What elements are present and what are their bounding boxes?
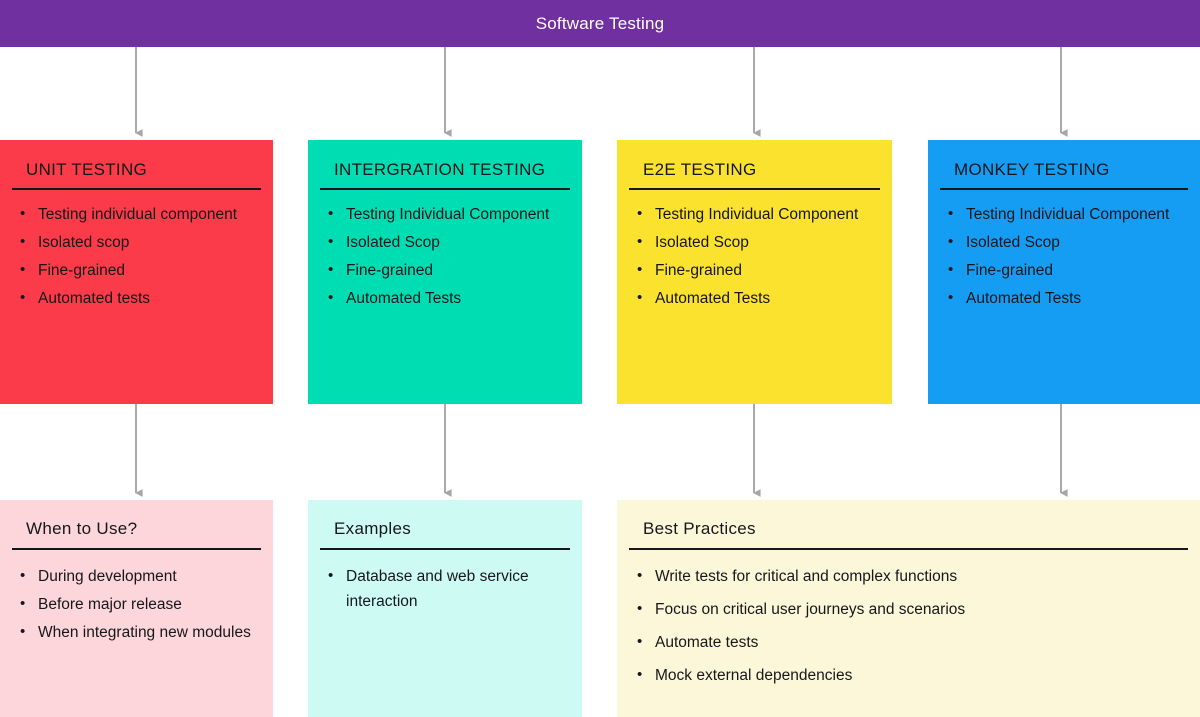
list-item: Focus on critical user journeys and scen…	[629, 597, 1188, 622]
list-item: Automated Tests	[320, 286, 570, 311]
card-bullet-list: Database and web service interaction	[320, 564, 570, 617]
card-title: When to Use?	[26, 519, 138, 538]
card-title: Best Practices	[643, 519, 756, 538]
title-divider	[12, 548, 261, 550]
list-item: Automated Tests	[629, 286, 880, 311]
list-item: Fine-grained	[629, 258, 880, 283]
list-item: Database and web service interaction	[320, 564, 570, 614]
list-item: Fine-grained	[320, 258, 570, 283]
card-e2e-testing[interactable]: E2E TESTING Testing Individual Component…	[617, 140, 892, 404]
title-divider	[629, 548, 1188, 550]
card-title: MONKEY TESTING	[954, 160, 1110, 179]
card-when-to-use[interactable]: When to Use? During development Before m…	[0, 500, 273, 717]
list-item: Isolated scop	[12, 230, 261, 255]
title-divider	[940, 188, 1188, 190]
card-bullet-list: Testing Individual Component Isolated Sc…	[629, 202, 880, 314]
card-intergration-testing[interactable]: INTERGRATION TESTING Testing Individual …	[308, 140, 582, 404]
card-bullet-list: Testing Individual Component Isolated Sc…	[320, 202, 570, 314]
card-bullet-list: Testing individual component Isolated sc…	[12, 202, 261, 314]
card-bullet-list: Testing Individual Component Isolated Sc…	[940, 202, 1188, 314]
list-item: Write tests for critical and complex fun…	[629, 564, 1188, 589]
list-item: Isolated Scop	[320, 230, 570, 255]
card-unit-testing[interactable]: UNIT TESTING Testing individual componen…	[0, 140, 273, 404]
card-bullet-list: During development Before major release …	[12, 564, 261, 648]
list-item: Isolated Scop	[940, 230, 1188, 255]
card-title: UNIT TESTING	[26, 160, 148, 179]
list-item: Fine-grained	[12, 258, 261, 283]
list-item: Before major release	[12, 592, 261, 617]
list-item: Testing Individual Component	[940, 202, 1188, 227]
title-divider	[12, 188, 261, 190]
card-title: Examples	[334, 519, 412, 538]
list-item: During development	[12, 564, 261, 589]
card-title: INTERGRATION TESTING	[334, 160, 546, 179]
list-item: Testing Individual Component	[320, 202, 570, 227]
card-examples[interactable]: Examples Database and web service intera…	[308, 500, 582, 717]
list-item: Automate tests	[629, 630, 1188, 655]
card-monkey-testing[interactable]: MONKEY TESTING Testing Individual Compon…	[928, 140, 1200, 404]
page-title: Software Testing	[535, 13, 665, 33]
list-item: Isolated Scop	[629, 230, 880, 255]
list-item: Automated Tests	[940, 286, 1188, 311]
list-item: Automated tests	[12, 286, 261, 311]
title-divider	[320, 548, 570, 550]
card-title: E2E TESTING	[643, 160, 757, 179]
card-bullet-list: Write tests for critical and complex fun…	[629, 564, 1188, 696]
list-item: Fine-grained	[940, 258, 1188, 283]
card-best-practices[interactable]: Best Practices Write tests for critical …	[617, 500, 1200, 717]
list-item: Mock external dependencies	[629, 663, 1188, 688]
list-item: Testing Individual Component	[629, 202, 880, 227]
header-banner: Software Testing	[0, 0, 1200, 47]
title-divider	[320, 188, 570, 190]
list-item: When integrating new modules	[12, 620, 261, 645]
list-item: Testing individual component	[12, 202, 261, 227]
title-divider	[629, 188, 880, 190]
